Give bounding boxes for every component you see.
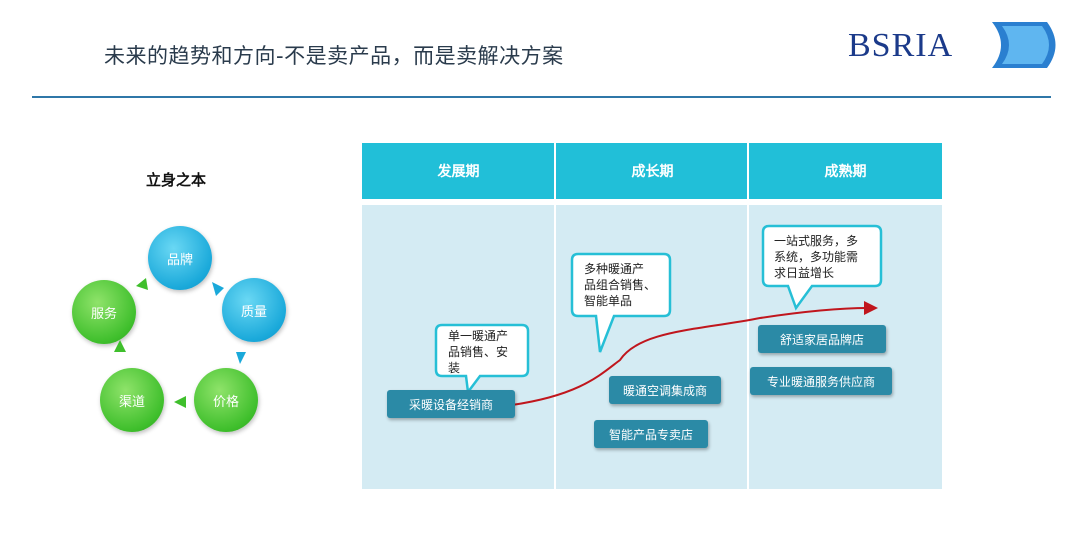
cycle-node-quality: 质量: [222, 278, 286, 342]
table-header: [362, 143, 942, 199]
header-separator: [362, 199, 942, 205]
tag-hvac-service-provider: 专业暖通服务供应商: [750, 367, 892, 395]
tag-smart-product-store: 智能产品专卖店: [594, 420, 708, 448]
callout-text-2: 多种暖通产 品组合销售、 智能单品: [584, 262, 657, 308]
header-mature-phase: 成熟期: [824, 164, 867, 180]
cycle-title: 立身之本: [146, 171, 207, 189]
page-title: 未来的趋势和方向-不是卖产品，而是卖解决方案: [104, 44, 564, 68]
cycle-node-brand: 品牌: [148, 226, 212, 290]
column-divider-2: [747, 143, 749, 489]
header-growth-phase: 发展期: [437, 164, 480, 180]
column-divider-1: [554, 143, 556, 489]
header-expansion-phase: 成长期: [631, 164, 674, 180]
cycle-diagram: 品牌 质量 价格 渠道 服务: [60, 218, 300, 448]
cycle-node-channel: 渠道: [100, 368, 164, 432]
cycle-node-price: 价格: [194, 368, 258, 432]
arrow-brand-quality: [212, 282, 224, 296]
arrow-price-channel: [174, 396, 186, 408]
callout-text-1: 单一暖通产 品销售、安 装: [448, 329, 509, 375]
header-divider: [32, 96, 1051, 98]
tag-hvac-integrator: 暖通空调集成商: [609, 376, 721, 404]
callout-text-3: 一站式服务，多 系统，多功能需 求日益增长: [774, 234, 859, 280]
arrow-quality-price: [236, 352, 246, 364]
svg-text:BSRIA: BSRIA: [848, 27, 953, 64]
cycle-arrows: [114, 278, 246, 408]
bsria-logo: BSRIA: [848, 22, 1056, 68]
tag-heating-dealer: 采暖设备经销商: [387, 390, 515, 418]
arrow-service-brand: [136, 278, 148, 290]
cycle-node-service: 服务: [72, 280, 136, 344]
arrow-channel-service: [114, 340, 126, 352]
tag-comfort-home-store: 舒适家居品牌店: [758, 325, 886, 353]
